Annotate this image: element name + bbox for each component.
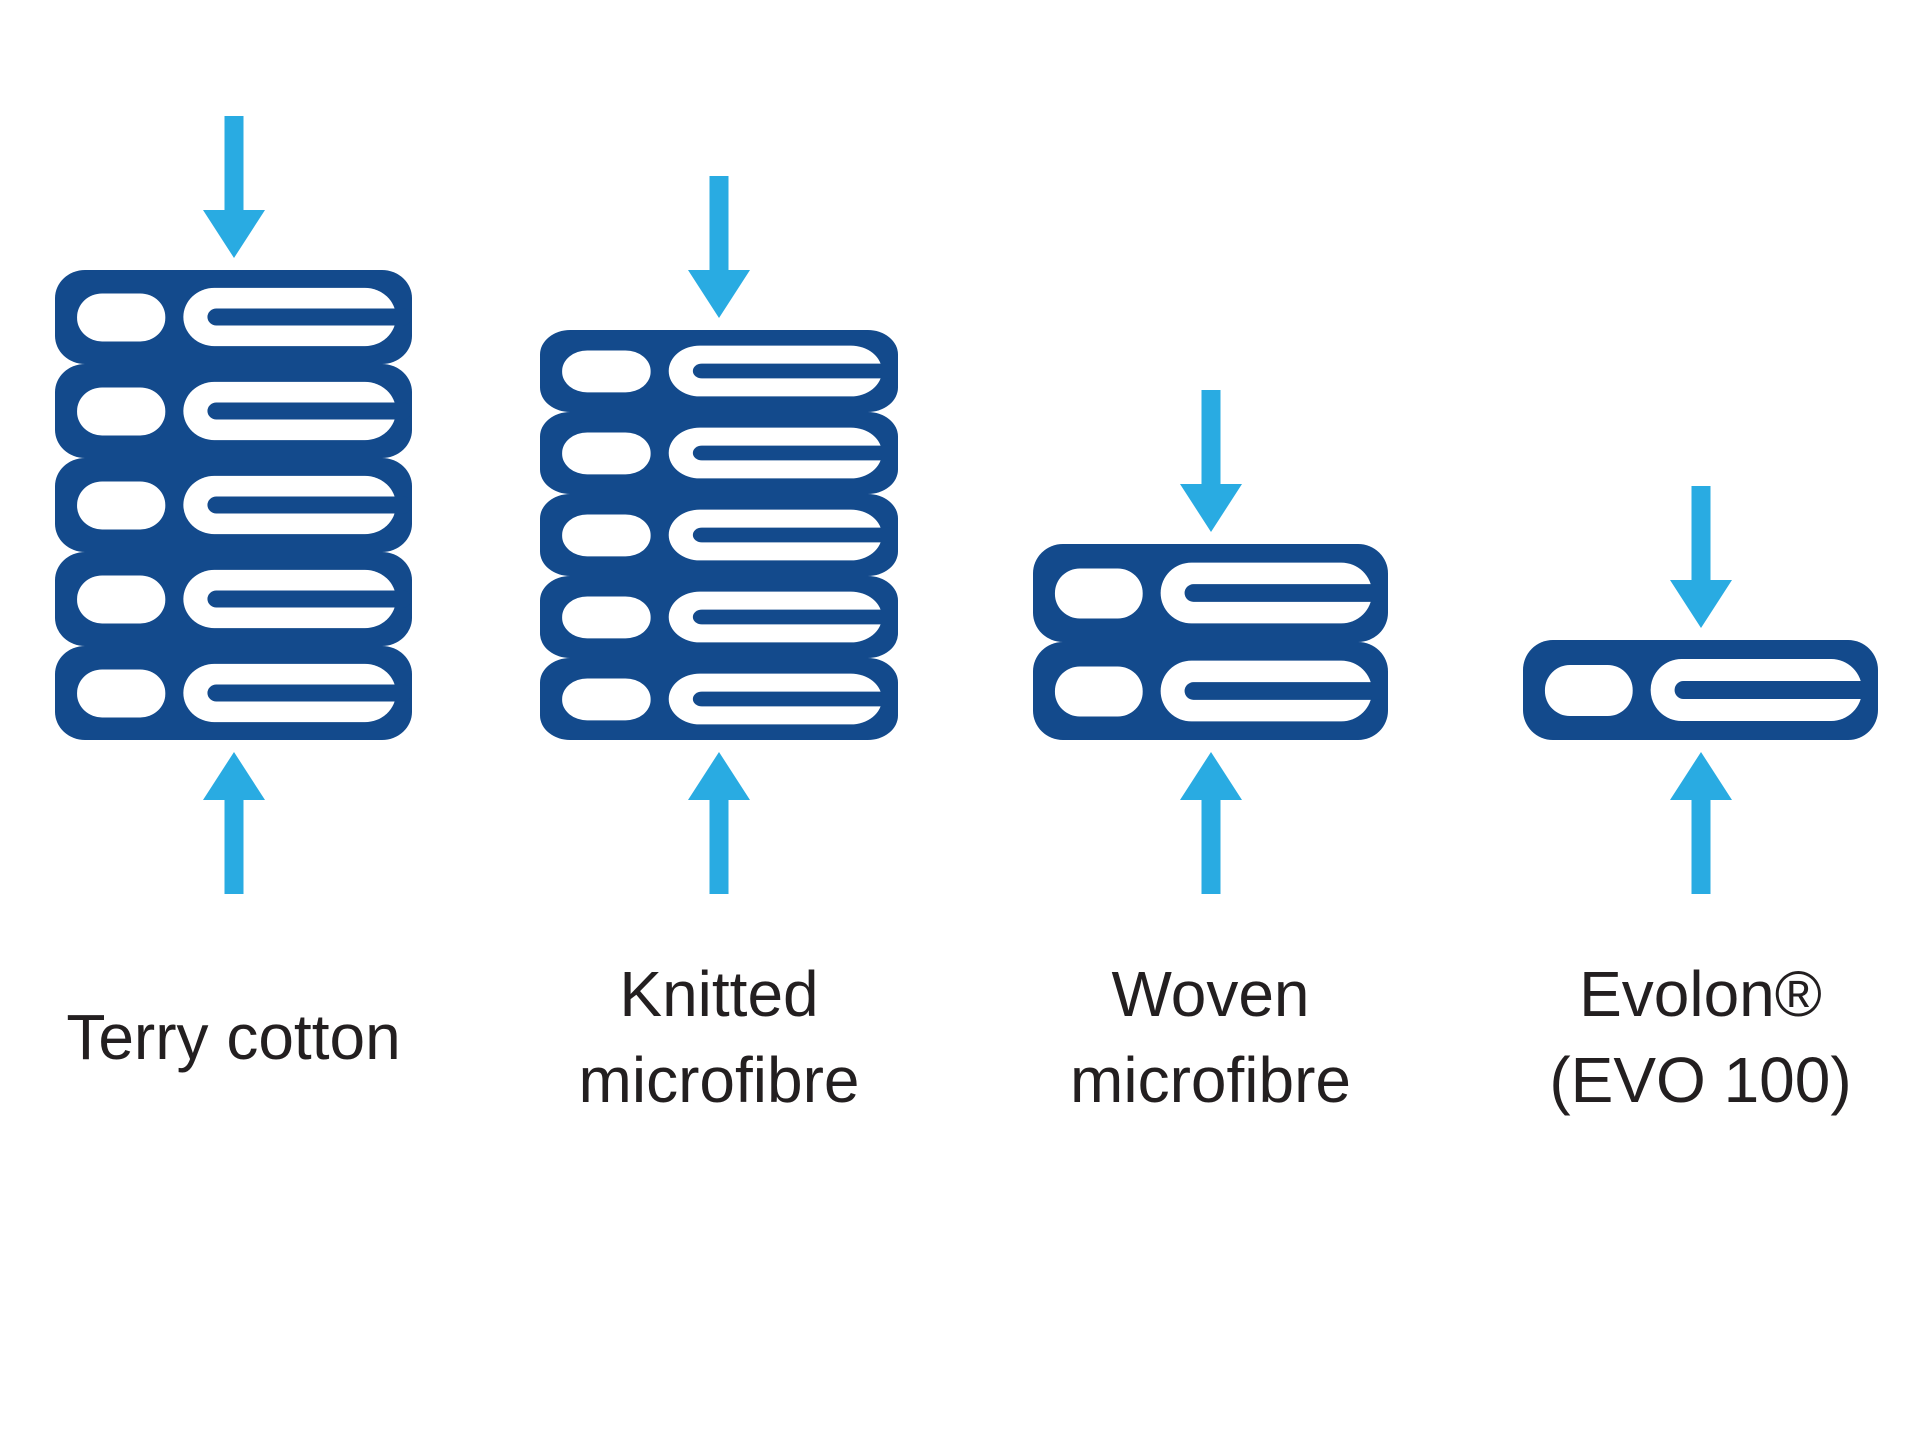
- folded-towel-icon: [540, 412, 898, 494]
- material-label-line: microfibre: [1070, 1044, 1351, 1116]
- towel-stack-woven-microfibre: [1033, 544, 1388, 740]
- towel-stack-knitted-microfibre: [540, 330, 898, 740]
- compression-down-arrow-icon: [202, 116, 265, 258]
- compression-down-arrow-icon: [688, 176, 750, 318]
- compression-up-arrow-icon: [202, 752, 265, 894]
- compression-down-arrow-icon: [1179, 390, 1242, 532]
- folded-towel-icon: [55, 270, 412, 364]
- compression-up-arrow-icon: [688, 752, 750, 894]
- folded-towel-icon: [55, 364, 412, 458]
- compression-up-arrow-icon: [1179, 752, 1242, 894]
- material-label-line: Knitted: [619, 958, 819, 1030]
- material-label-line: (EVO 100): [1549, 1044, 1852, 1116]
- folded-towel-icon: [540, 576, 898, 658]
- folded-towel-icon: [1523, 640, 1878, 740]
- material-label-woven-microfibre: Woven microfibre: [981, 951, 1441, 1123]
- towel-stack-terry-cotton: [55, 270, 412, 740]
- material-label-line: microfibre: [578, 1044, 860, 1116]
- folded-towel-icon: [55, 458, 412, 552]
- towel-stack-evolon-evo-100: [1523, 640, 1878, 740]
- material-label-knitted-microfibre: Knitted microfibre: [489, 951, 949, 1123]
- folded-towel-icon: [55, 646, 412, 740]
- compression-down-arrow-icon: [1669, 486, 1732, 628]
- folded-towel-icon: [55, 552, 412, 646]
- folded-towel-icon: [1033, 642, 1388, 740]
- material-label-line: Evolon®: [1579, 958, 1822, 1030]
- compression-up-arrow-icon: [1669, 752, 1732, 894]
- material-label-line: Terry cotton: [66, 1001, 401, 1073]
- folded-towel-icon: [540, 330, 898, 412]
- folded-towel-icon: [540, 658, 898, 740]
- material-label-evolon-evo-100: Evolon® (EVO 100): [1471, 951, 1920, 1123]
- folded-towel-icon: [1033, 544, 1388, 642]
- material-label-terry-cotton: Terry cotton: [4, 951, 464, 1123]
- folded-towel-icon: [540, 494, 898, 576]
- material-label-line: Woven: [1111, 958, 1310, 1030]
